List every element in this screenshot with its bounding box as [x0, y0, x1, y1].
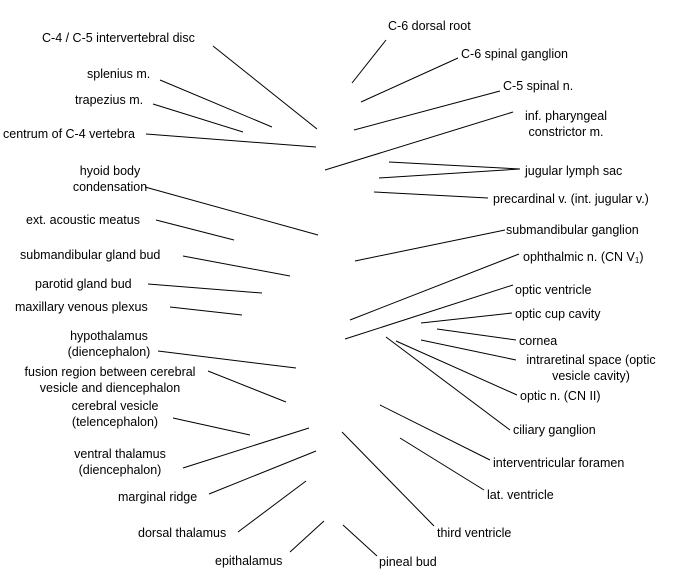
leader-epithalamus: [289, 520, 325, 553]
leader-ophthalmic-n: [349, 253, 520, 321]
label-optic-cup: optic cup cavity: [515, 307, 601, 321]
label-parotid-bud: parotid gland bud: [35, 277, 132, 291]
label-c4c5-disc: C-4 / C-5 intervertebral disc: [42, 31, 195, 45]
leader-jugular-lymph-b: [378, 168, 521, 179]
label-marginal-ridge: marginal ridge: [118, 490, 198, 504]
leader-intraretinal: [420, 339, 517, 361]
label-ext-acoustic: ext. acoustic meatus: [26, 213, 140, 227]
leader-cerebral-vesicle: [172, 417, 251, 436]
label-centrum-c4: centrum of C-4 vertebra: [3, 127, 135, 141]
leader-optic-n: [395, 340, 518, 396]
leader-ventral-thalamus: [182, 427, 310, 469]
label-submandibular-ganglion: submandibular ganglion: [506, 223, 639, 237]
leader-ext-acoustic: [155, 219, 235, 241]
label-optic-ventricle: optic ventricle: [515, 283, 592, 297]
label-interventricular: interventricular foramen: [493, 456, 625, 470]
leader-c4c5-disc: [212, 45, 318, 130]
leader-inf-pharyngeal: [324, 111, 514, 171]
label-precardinal: precardinal v. (int. jugular v.): [493, 192, 649, 206]
leader-pineal-bud: [342, 524, 378, 557]
label-hypothalamus: hypothalamus (diencephalon): [67, 329, 151, 359]
label-third-ventricle: third ventricle: [437, 526, 512, 540]
leader-marginal-ridge: [208, 450, 317, 495]
leader-optic-cup: [420, 312, 513, 324]
label-c5-spinal-n: C-5 spinal n.: [503, 79, 574, 93]
leader-splenius: [159, 79, 273, 128]
leader-precardinal: [373, 191, 489, 199]
label-c6-ganglion: C-6 spinal ganglion: [461, 47, 569, 61]
label-submandibular-bud: submandibular gland bud: [20, 248, 161, 262]
label-inf-pharyngeal: inf. pharyngeal constrictor m.: [524, 109, 607, 139]
label-splenius: splenius m.: [87, 67, 151, 81]
label-optic-n: optic n. (CN II): [520, 389, 601, 403]
label-lat-ventricle: lat. ventricle: [487, 488, 554, 502]
leader-c5-spinal-n: [353, 90, 501, 131]
label-pineal-bud: pineal bud: [379, 555, 437, 569]
label-intraretinal: intraretinal space (optic vesicle cavity…: [526, 353, 656, 383]
leader-hypothalamus: [157, 350, 297, 369]
leader-dorsal-thalamus: [237, 480, 307, 533]
label-jugular-lymph: jugular lymph sac: [525, 164, 623, 178]
leader-submandibular-ganglion: [354, 229, 506, 262]
leader-jugular-lymph-a: [388, 161, 521, 170]
label-cornea: cornea: [519, 334, 558, 348]
leader-third-ventricle: [341, 431, 435, 527]
label-trapezius: trapezius m.: [75, 93, 144, 107]
label-ciliary-ganglion: ciliary ganglion: [513, 423, 596, 437]
leader-ciliary-ganglion: [385, 336, 511, 431]
leader-fusion-region: [207, 370, 287, 403]
label-hyoid: hyoid body condensation: [72, 164, 148, 194]
leader-submandibular-bud: [182, 255, 291, 277]
leader-hyoid: [144, 186, 319, 236]
label-fusion-region: fusion region between cerebral vesicle a…: [24, 365, 196, 395]
label-epithalamus: epithalamus: [215, 554, 283, 568]
label-cerebral-vesicle: cerebral vesicle (telencephalon): [71, 399, 159, 429]
leader-trapezius: [152, 103, 244, 133]
leader-cornea: [436, 328, 517, 341]
leader-c6-dorsal-root: [351, 39, 387, 84]
leader-lat-ventricle: [399, 437, 485, 491]
leader-interventricular: [379, 404, 491, 461]
label-c6-dorsal-root: C-6 dorsal root: [388, 19, 471, 33]
leader-maxillary-plexus: [169, 306, 243, 316]
leader-optic-ventricle: [344, 284, 514, 340]
label-ophthalmic-n: ophthalmic n. (CN V1): [523, 250, 644, 265]
leader-parotid-bud: [147, 283, 263, 294]
label-maxillary-plexus: maxillary venous plexus: [15, 300, 148, 314]
label-ventral-thalamus: ventral thalamus (diencephalon): [74, 447, 166, 477]
leader-centrum-c4: [145, 133, 317, 148]
label-dorsal-thalamus: dorsal thalamus: [138, 526, 227, 540]
leader-c6-ganglion: [360, 57, 459, 103]
